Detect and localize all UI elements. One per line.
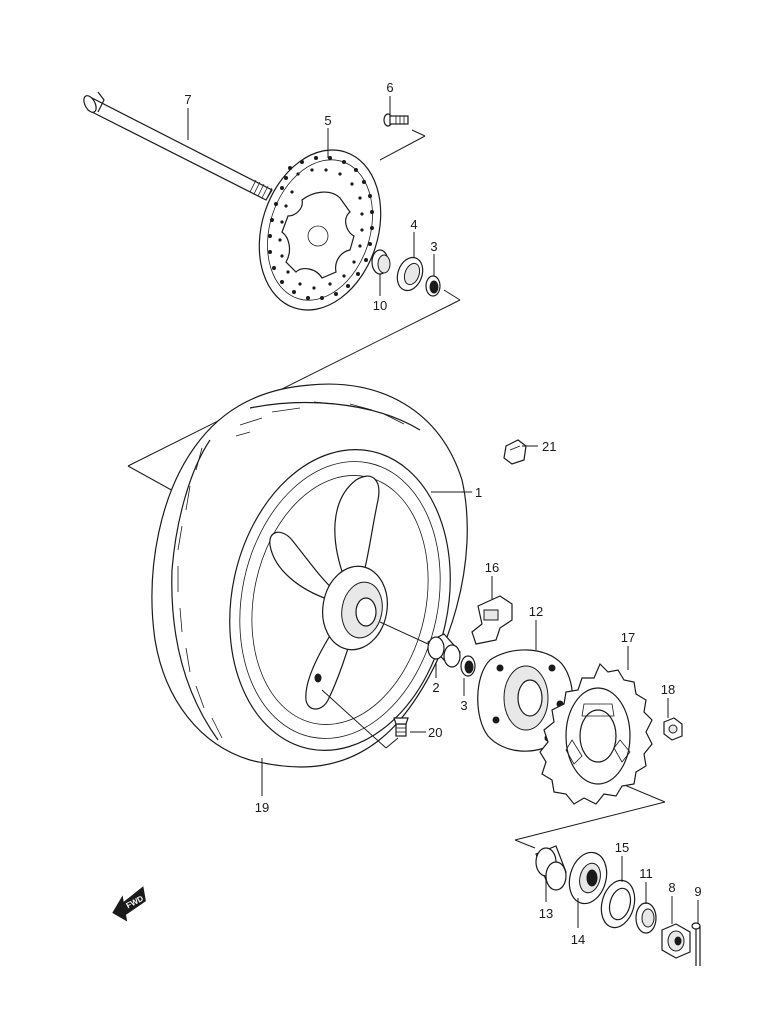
callout-2: 2 — [432, 680, 439, 695]
brake-disc — [258, 149, 382, 311]
callout-7: 7 — [184, 92, 191, 107]
callout-18: 18 — [661, 682, 675, 697]
seal-15 — [600, 879, 636, 929]
clip-21 — [503, 439, 527, 465]
callout-13: 13 — [539, 906, 553, 921]
callout-6: 6 — [386, 80, 393, 95]
castle-nut-8 — [661, 923, 691, 959]
disc-holes — [268, 156, 374, 300]
callout-9: 9 — [694, 884, 701, 899]
bearing-4 — [396, 256, 424, 292]
seal-3-upper — [425, 275, 441, 297]
fwd-arrow: FWD — [112, 886, 146, 922]
hub-spacer-2 — [427, 633, 461, 668]
callout-11: 11 — [639, 866, 653, 881]
rear-wheel-tire — [151, 383, 468, 768]
callout-15: 15 — [615, 840, 629, 855]
callout-10: 10 — [373, 298, 387, 313]
sprocket-nut — [663, 717, 683, 741]
callout-20: 20 — [428, 725, 442, 740]
seal-3-lower — [460, 655, 476, 677]
callout-labels: 7 5 6 4 3 10 1 2 3 16 12 17 18 21 20 19 … — [184, 80, 701, 947]
callout-3b: 3 — [460, 698, 467, 713]
callout-1: 1 — [475, 485, 482, 500]
callout-5: 5 — [324, 113, 331, 128]
callout-14: 14 — [571, 932, 585, 947]
valve-stem — [393, 717, 409, 737]
bracket-16 — [471, 595, 513, 645]
rear-sprocket — [539, 662, 653, 805]
leader-lines — [187, 96, 699, 928]
callout-12: 12 — [529, 604, 543, 619]
callout-21: 21 — [542, 439, 556, 454]
spacer-10 — [371, 249, 391, 275]
callout-17: 17 — [621, 630, 635, 645]
cotter-pin-9 — [691, 922, 701, 966]
callout-4: 4 — [410, 217, 417, 232]
callout-19: 19 — [255, 800, 269, 815]
axle — [83, 91, 273, 201]
disc-bolt — [383, 113, 409, 127]
callout-3a: 3 — [430, 239, 437, 254]
spacer-11 — [635, 902, 657, 934]
collar-13 — [535, 845, 567, 891]
callout-8: 8 — [668, 880, 675, 895]
sprocket-carrier — [477, 649, 574, 752]
bearing-14 — [568, 851, 608, 905]
callout-16: 16 — [485, 560, 499, 575]
